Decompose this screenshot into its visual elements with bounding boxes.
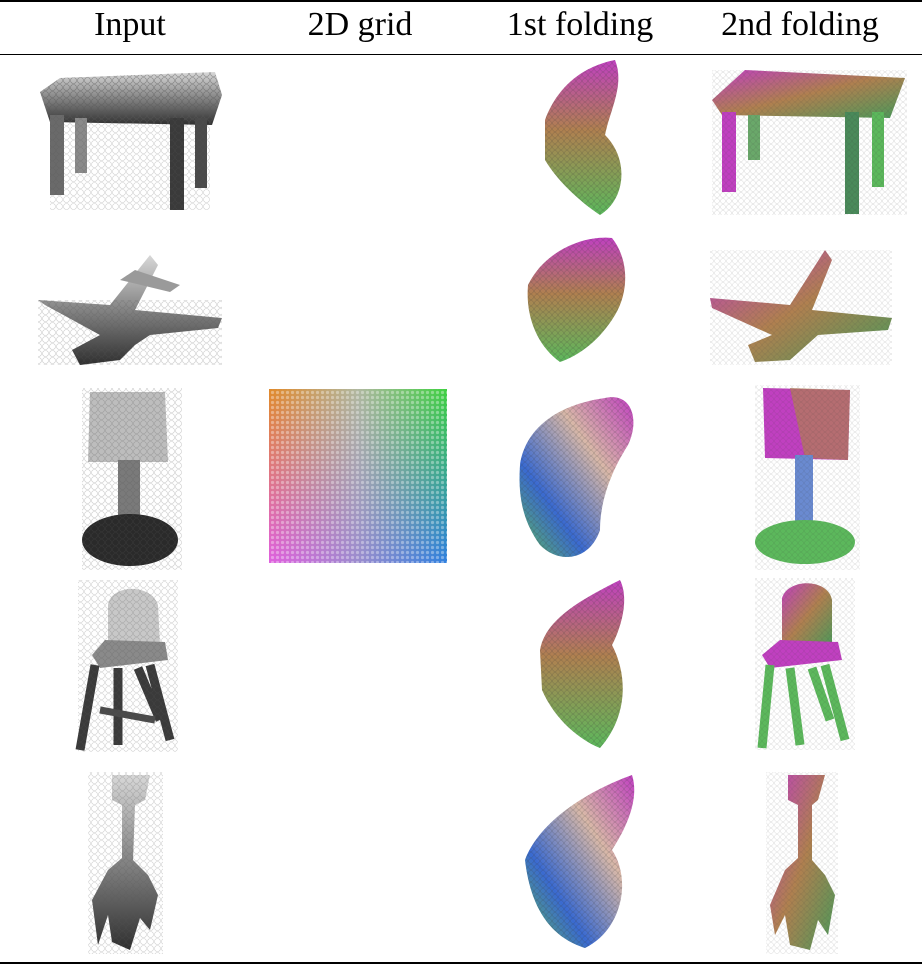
row-guitar-1st-folding	[525, 775, 635, 948]
row-lamp-2nd-folding	[755, 385, 860, 570]
row-airplane-input	[38, 255, 222, 365]
row-chair-input	[75, 580, 178, 752]
header-1st-folding: 1st folding	[506, 6, 654, 43]
bottom-rule	[0, 962, 922, 964]
header-2d-grid: 2D grid	[307, 6, 413, 43]
row-2d-grid	[269, 389, 447, 563]
row-table-input	[40, 72, 222, 210]
row-chair-2nd-folding	[755, 578, 855, 750]
row-airplane-1st-folding	[527, 237, 626, 362]
header-rule	[0, 54, 922, 55]
row-lamp-1st-folding	[519, 397, 634, 557]
row-lamp-input	[82, 388, 182, 570]
row-chair-1st-folding	[540, 580, 625, 748]
row-airplane-2nd-folding	[710, 250, 892, 365]
row-guitar-2nd-folding	[766, 772, 838, 954]
row-table-1st-folding	[545, 60, 622, 215]
top-rule	[0, 0, 922, 2]
header-2nd-folding: 2nd folding	[721, 6, 879, 43]
row-guitar-input	[88, 772, 163, 954]
row-table-2nd-folding	[712, 70, 907, 215]
header-input: Input	[94, 6, 166, 43]
